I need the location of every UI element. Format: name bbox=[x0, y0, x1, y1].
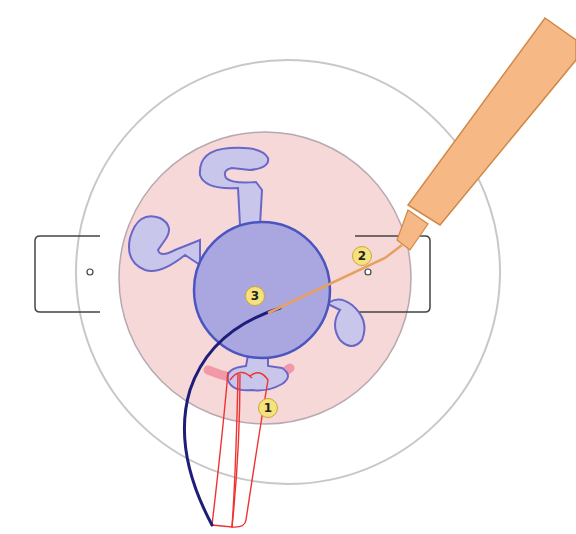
instrument-tip bbox=[397, 210, 428, 250]
callout-circle: 2 bbox=[352, 246, 372, 266]
callout-number: 1 bbox=[264, 402, 272, 414]
port-hole bbox=[87, 269, 93, 275]
left-incision bbox=[35, 236, 100, 312]
suture-thread bbox=[230, 372, 252, 380]
callout-circle: 1 bbox=[258, 398, 278, 418]
haptics bbox=[129, 148, 364, 391]
eye-outline bbox=[76, 60, 500, 484]
lens-optic bbox=[194, 222, 330, 358]
instrument-shaft bbox=[268, 245, 402, 313]
port-hole bbox=[365, 269, 371, 275]
callout-number: 3 bbox=[251, 290, 259, 302]
suture-needle-thread bbox=[184, 308, 280, 525]
suture-thread bbox=[232, 373, 268, 527]
iris-disc bbox=[119, 132, 411, 424]
callout-circle: 3 bbox=[245, 286, 265, 306]
callout-number: 2 bbox=[358, 250, 366, 262]
instrument-handle bbox=[408, 18, 576, 225]
